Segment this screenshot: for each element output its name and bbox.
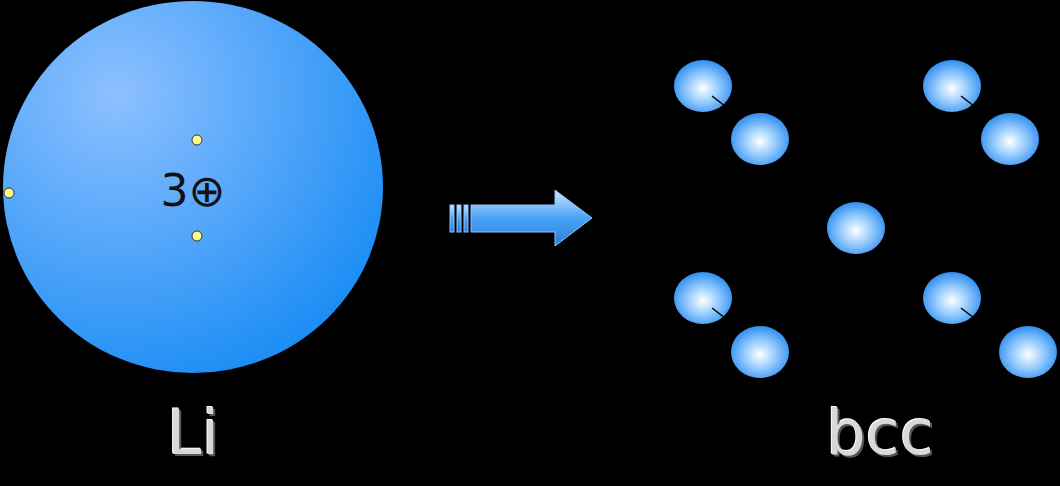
bond-ticks — [712, 96, 974, 318]
atom-spheres — [674, 60, 1057, 378]
element-label: bcc — [826, 396, 934, 469]
nucleus-charge: 3⊕ — [161, 165, 226, 216]
atom-circle: 3⊕ — [2, 0, 384, 374]
transform-arrow — [450, 190, 592, 246]
element-label: Li — [167, 396, 219, 469]
